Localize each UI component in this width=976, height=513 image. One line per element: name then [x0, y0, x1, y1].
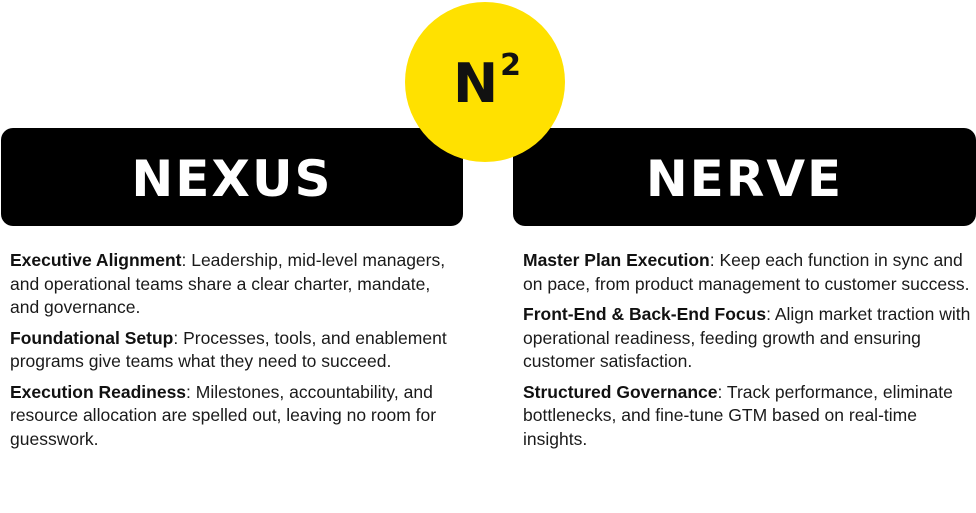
nerve-item-structured-governance: Structured Governance: Track performance… — [523, 381, 973, 452]
nexus-item-foundational-setup: Foundational Setup: Processes, tools, an… — [10, 327, 460, 374]
item-sep: : — [717, 381, 727, 402]
nerve-column: Master Plan Execution: Keep each functio… — [523, 249, 973, 458]
nexus-item-execution-readiness: Execution Readiness: Milestones, account… — [10, 381, 460, 452]
nerve-item-master-plan-execution: Master Plan Execution: Keep each functio… — [523, 249, 973, 296]
nerve-header-bar: NERVE — [513, 128, 976, 226]
item-sep: : — [186, 381, 196, 402]
item-term: Executive Alignment — [10, 250, 182, 270]
item-term: Front-End & Back-End Focus — [523, 304, 767, 324]
item-text: Leadership, mid-level managers, and oper… — [10, 250, 446, 317]
item-sep: : — [173, 327, 184, 348]
badge-superscript: 2 — [500, 48, 522, 83]
item-sep: : — [709, 250, 720, 270]
item-term: Execution Readiness — [10, 381, 187, 402]
item-sep: : — [766, 304, 775, 324]
nexus-column: Executive Alignment: Leadership, mid-lev… — [10, 249, 460, 458]
n-squared-badge: N2 — [405, 2, 565, 162]
badge-label: N2 — [453, 51, 521, 111]
item-text: Align market traction with operational r… — [523, 304, 971, 371]
nerve-title: NERVE — [645, 150, 844, 208]
nexus-header-bar: NEXUS — [1, 128, 463, 226]
nexus-title: NEXUS — [131, 150, 333, 208]
item-text: Processes, tools, and enablement program… — [10, 327, 447, 372]
item-text: Milestones, accountability, and resource… — [10, 381, 437, 449]
item-text: Track performance, eliminate bottlenecks… — [523, 381, 953, 449]
nexus-item-executive-alignment: Executive Alignment: Leadership, mid-lev… — [10, 249, 460, 320]
item-text: Keep each function in sync and on pace, … — [523, 250, 970, 294]
nerve-item-front-back-end-focus: Front-End & Back-End Focus: Align market… — [523, 303, 973, 374]
item-sep: : — [181, 250, 192, 270]
item-term: Foundational Setup — [10, 327, 174, 348]
item-term: Master Plan Execution — [523, 250, 710, 270]
badge-letter: N — [452, 52, 499, 115]
item-term: Structured Governance — [523, 381, 718, 402]
